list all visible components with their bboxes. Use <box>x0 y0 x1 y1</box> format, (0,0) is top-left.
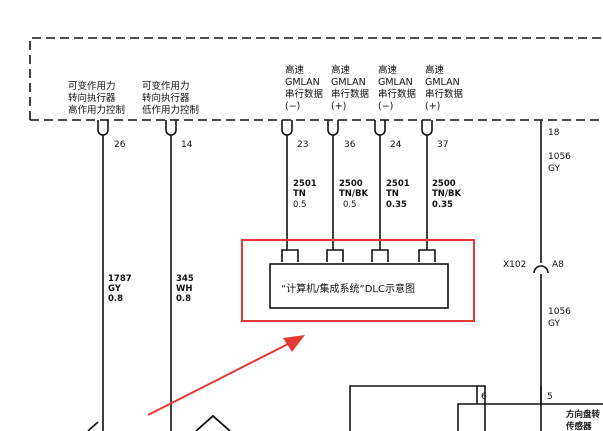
pin-26: 26 <box>114 140 126 150</box>
pin-14: 14 <box>181 140 193 150</box>
connector-name: X102 <box>503 260 526 270</box>
svg-text:0.8: 0.8 <box>176 294 191 304</box>
svg-text:高速: 高速 <box>378 64 398 76</box>
bottom-tick-symbol <box>87 421 99 431</box>
highlight-box <box>241 239 475 322</box>
pin-hook-37 <box>421 120 433 250</box>
label-gmlan-3: 高速 GMLAN 串行数据 (−) <box>378 64 417 112</box>
label-high-control: 可变作用力 转向执行器 高作用力控制 <box>68 80 125 116</box>
sensor-box <box>457 403 603 431</box>
svg-text:GY: GY <box>548 164 561 174</box>
svg-text:0.5: 0.5 <box>343 200 357 210</box>
wire-label-2501b: 2501 TN 0.35 <box>386 179 410 210</box>
svg-text:1787: 1787 <box>108 274 132 284</box>
svg-text:串行数据: 串行数据 <box>378 88 417 100</box>
wire-label-2500b: 2500 TN/BK 0.35 <box>432 179 461 210</box>
pin-hook-26 <box>97 120 109 431</box>
svg-text:2501: 2501 <box>293 179 317 189</box>
svg-text:0.35: 0.35 <box>386 200 407 210</box>
svg-text:GY: GY <box>108 284 122 294</box>
wire-label-1056a: 1056 GY <box>548 152 571 174</box>
svg-text:TN/BK: TN/BK <box>432 189 461 199</box>
svg-text:1056: 1056 <box>548 152 571 162</box>
dlc-pin-3 <box>371 249 389 262</box>
sensor-label: 方向盘转 传感器 <box>565 409 601 431</box>
svg-text:GY: GY <box>548 319 561 329</box>
pin-5: 5 <box>547 392 553 402</box>
svg-text:高作用力控制: 高作用力控制 <box>68 104 125 116</box>
pin-23: 23 <box>297 140 308 150</box>
wire-label-345: 345 WH 0.8 <box>176 274 194 304</box>
bottom-triangle-symbol <box>195 414 231 431</box>
svg-text:GMLAN: GMLAN <box>378 77 413 88</box>
svg-text:串行数据: 串行数据 <box>425 88 464 100</box>
svg-text:TN: TN <box>293 189 306 199</box>
dlc-pin-2 <box>326 249 344 262</box>
dlc-pin-1 <box>281 249 299 262</box>
svg-text:方向盘转: 方向盘转 <box>566 409 601 420</box>
pin-hook-23 <box>281 120 293 250</box>
svg-text:(−): (−) <box>285 101 300 112</box>
wire-label-2501a: 2501 TN 0.5 <box>293 179 317 210</box>
svg-text:2500: 2500 <box>432 179 456 189</box>
svg-text:WH: WH <box>176 284 193 294</box>
wire-label-1787: 1787 GY 0.8 <box>108 274 132 304</box>
lower-module-box <box>349 385 486 431</box>
svg-text:(+): (+) <box>331 101 346 112</box>
svg-text:0.35: 0.35 <box>432 200 453 210</box>
svg-text:345: 345 <box>176 274 194 284</box>
pin-6: 6 <box>481 392 487 402</box>
svg-text:低作用力控制: 低作用力控制 <box>142 104 199 116</box>
svg-text:串行数据: 串行数据 <box>331 88 370 100</box>
label-low-control: 可变作用力 转向执行器 低作用力控制 <box>142 80 199 116</box>
annotation-arrow-head <box>283 335 305 352</box>
svg-text:可变作用力: 可变作用力 <box>68 80 116 92</box>
wire-label-1056b: 1056 GY <box>548 307 571 329</box>
pin-hook-14 <box>165 120 177 431</box>
svg-text:高速: 高速 <box>331 64 351 76</box>
svg-text:可变作用力: 可变作用力 <box>142 80 190 92</box>
pin-hook-36 <box>327 120 339 250</box>
svg-text:TN: TN <box>386 189 399 199</box>
pin-37: 37 <box>437 140 448 150</box>
pin-36: 36 <box>344 140 356 150</box>
module-outline <box>29 37 603 120</box>
svg-text:2500: 2500 <box>339 179 363 189</box>
svg-text:串行数据: 串行数据 <box>285 88 324 100</box>
dlc-pin-4 <box>418 249 436 262</box>
svg-text:(+): (+) <box>425 101 440 112</box>
pin-18: 18 <box>548 128 560 138</box>
svg-text:高速: 高速 <box>425 64 445 76</box>
annotation-arrow-line <box>147 340 295 416</box>
svg-text:1056: 1056 <box>548 307 571 317</box>
svg-text:转向执行器: 转向执行器 <box>68 92 116 104</box>
svg-text:GMLAN: GMLAN <box>285 77 320 88</box>
svg-text:GMLAN: GMLAN <box>425 77 460 88</box>
svg-text:0.8: 0.8 <box>108 294 123 304</box>
svg-text:(−): (−) <box>378 101 393 112</box>
svg-text:2501: 2501 <box>386 179 410 189</box>
svg-text:高速: 高速 <box>285 64 305 76</box>
label-gmlan-4: 高速 GMLAN 串行数据 (+) <box>425 64 464 112</box>
connector-x102-symbol <box>533 265 549 274</box>
svg-text:0.5: 0.5 <box>293 200 307 210</box>
connector-pin: A8 <box>552 260 564 270</box>
label-gmlan-1: 高速 GMLAN 串行数据 (−) <box>285 64 324 112</box>
pin-24: 24 <box>390 140 402 150</box>
svg-text:转向执行器: 转向执行器 <box>142 92 190 104</box>
wire-label-2500a: 2500 TN/BK 0.5 <box>339 179 368 210</box>
label-gmlan-2: 高速 GMLAN 串行数据 (+) <box>331 64 370 112</box>
dlc-box <box>269 263 449 309</box>
svg-text:传感器: 传感器 <box>565 421 592 431</box>
svg-text:GMLAN: GMLAN <box>331 77 366 88</box>
svg-text:TN/BK: TN/BK <box>339 189 368 199</box>
pin-hook-24 <box>374 120 386 250</box>
dlc-label: “计算机/集成系统”DLC示意图 <box>281 282 415 295</box>
